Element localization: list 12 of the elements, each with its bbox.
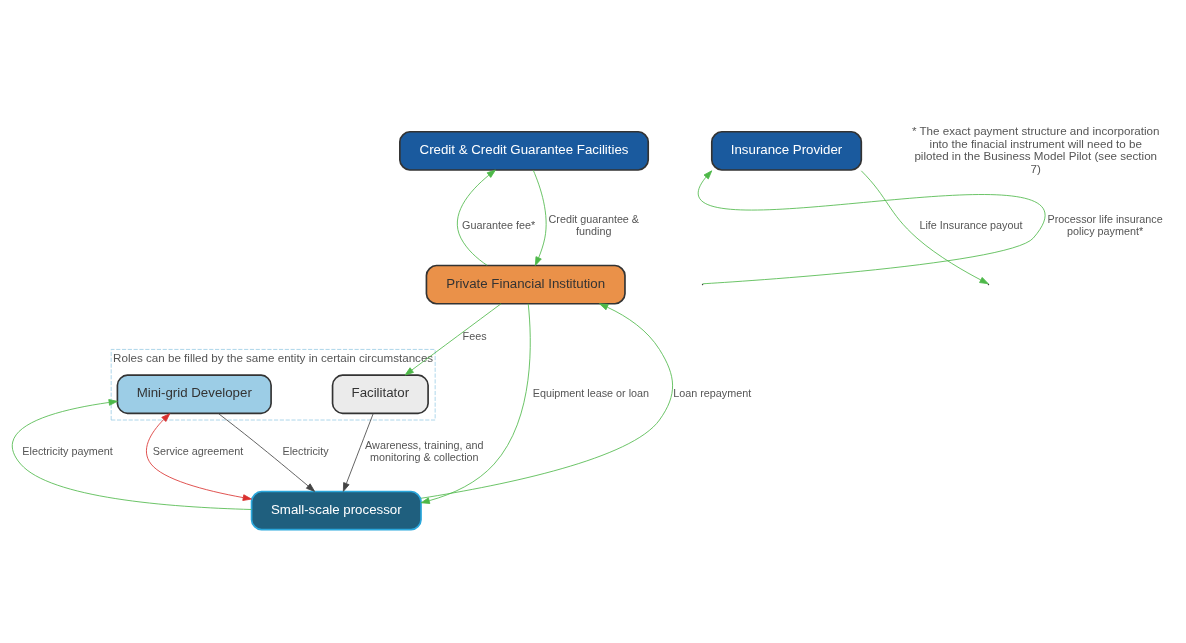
- edge-label: Guarantee fee*: [462, 218, 536, 231]
- edge-label: Loan repayment: [673, 386, 752, 399]
- edge-label: Life Insurance payout: [919, 218, 1023, 231]
- edge-label: Electricity payment: [22, 444, 113, 457]
- label: * The exact payment structure and incorporation into the finacial instrument will need to be piloted in the Business Model Pilot (see section 7): [911, 123, 1160, 175]
- edge-label: Equipment lease or loan: [532, 386, 650, 399]
- edge-label: Service agreement: [152, 444, 244, 457]
- edge-label: Fees: [462, 329, 487, 342]
- edge-label: Credit guarantee & funding: [548, 212, 640, 237]
- edge-label: Electricity: [282, 444, 329, 457]
- edge-label: Processor life insurance policy payment*: [1047, 212, 1163, 237]
- edge-label: Awareness, training, and monitoring & collection: [365, 438, 484, 463]
